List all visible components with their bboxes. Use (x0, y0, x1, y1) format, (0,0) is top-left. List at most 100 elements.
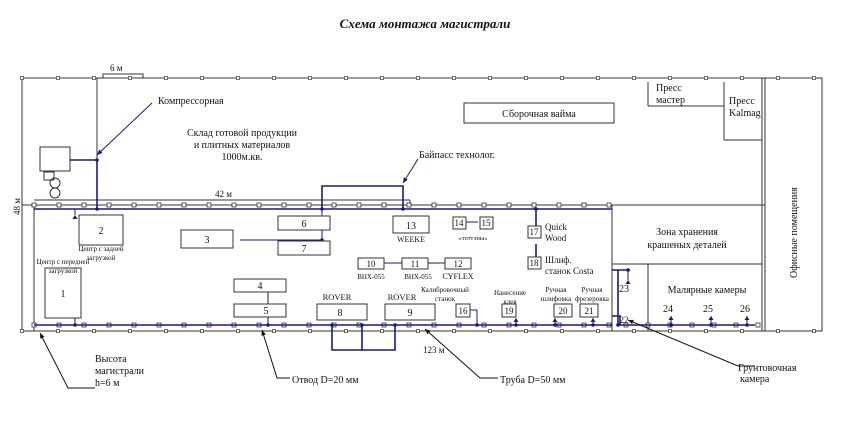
column-marker (755, 322, 761, 328)
machine-label: Шлиф. (545, 255, 571, 265)
machine-number: 20 (559, 306, 569, 316)
column-marker (20, 329, 24, 333)
storage-line-2: крашеных деталей (647, 240, 727, 251)
branch-arrow (708, 316, 714, 320)
assembly-label: Сборочная ваймa (502, 109, 576, 120)
machine-label: Центр с задней (78, 245, 123, 253)
machine-label: фрезеровка (575, 295, 610, 303)
machine-number: 21 (585, 306, 594, 316)
column-marker (272, 76, 276, 80)
machine-15 (479, 216, 494, 230)
column-marker (812, 76, 816, 80)
column-marker (556, 202, 562, 208)
column-marker (632, 76, 636, 80)
column-marker (281, 202, 287, 208)
machine-10 (357, 257, 385, 270)
machine-label: Нанесение (494, 289, 526, 297)
branch-arrow (668, 316, 674, 320)
machine-16 (455, 303, 471, 318)
column-marker (776, 76, 780, 80)
column-marker (776, 329, 780, 333)
column-marker (456, 202, 462, 208)
column-marker (416, 76, 420, 80)
machine-11 (401, 257, 429, 270)
column-marker (740, 329, 744, 333)
branch-label: Отвод D=20 мм (292, 375, 359, 386)
press-kalmag-line-1: Пресс (729, 96, 755, 107)
column-marker (381, 202, 387, 208)
warehouse-line-3: 1000м.кв. (222, 152, 263, 163)
leader-lines (39, 102, 755, 389)
machine-label: Wood (545, 233, 567, 243)
machine-label: Ручная (582, 286, 604, 294)
building-walls (21, 77, 823, 332)
column-marker (431, 202, 437, 208)
pipe-network (34, 159, 755, 351)
pipe-node (514, 323, 518, 327)
column-marker (606, 202, 612, 208)
dim-123m: 123 м (423, 345, 445, 355)
machine-label: WEEKE (397, 235, 425, 244)
pipe-node (320, 207, 324, 211)
bypass-label: Байпасс технолог. (419, 150, 495, 161)
offices-label: Офисные помещения (789, 187, 800, 278)
pipe-node (266, 323, 270, 327)
pipe-node (553, 323, 557, 327)
pipe-node (73, 323, 77, 327)
machine-4 (233, 278, 287, 293)
column-marker (256, 202, 262, 208)
press-master-line-1: Пресс (656, 83, 682, 94)
branch-arrow (744, 316, 750, 320)
column-marker (200, 329, 204, 333)
branch-arrow (513, 318, 519, 322)
machine-5 (233, 303, 287, 318)
machine-number: 14 (455, 218, 465, 228)
machine-number: 23 (619, 284, 629, 295)
pipe-label: Труба D=50 мм (500, 375, 566, 386)
column-marker (92, 329, 96, 333)
column-marker (524, 76, 528, 80)
column-marker (452, 76, 456, 80)
column-marker (704, 76, 708, 80)
machine-12 (444, 257, 472, 270)
machine-label: загрузкой (49, 267, 78, 275)
column-marker (668, 76, 672, 80)
machine-number: 2 (99, 226, 104, 237)
column-marker (531, 202, 537, 208)
column-marker (524, 329, 528, 333)
pipe-node (745, 323, 749, 327)
compressor-label: Компрессорная (158, 96, 224, 107)
column-marker (668, 329, 672, 333)
column-marker (128, 76, 132, 80)
machine-label: станок Costa (545, 266, 593, 276)
column-marker (31, 202, 37, 208)
column-marker (306, 202, 312, 208)
height-line-3: h=6 м (95, 378, 120, 389)
machine-number: 12 (454, 259, 463, 269)
machine-21 (579, 303, 599, 318)
branch-arrow (625, 280, 631, 284)
column-marker (106, 202, 112, 208)
pipe-node (669, 323, 673, 327)
pipe-node (591, 323, 595, 327)
pipe-node (475, 323, 479, 327)
machine-number: 17 (530, 227, 540, 237)
column-marker (406, 202, 412, 208)
column-marker (632, 329, 636, 333)
machine-6 (277, 215, 331, 231)
column-marker (236, 329, 240, 333)
branch-arrow (72, 215, 78, 219)
machine-label: BHX-055 (357, 273, 385, 281)
column-marker (452, 329, 456, 333)
column-marker (164, 329, 168, 333)
machine-8 (316, 303, 368, 321)
primer-line-2: камера (740, 374, 770, 385)
column-marker (481, 202, 487, 208)
column-marker (596, 329, 600, 333)
column-marker (506, 202, 512, 208)
compressor-room (39, 146, 71, 201)
storage-line-1: Зона хранения (656, 227, 718, 238)
column-marker (344, 329, 348, 333)
machine-number: 1 (61, 289, 66, 300)
